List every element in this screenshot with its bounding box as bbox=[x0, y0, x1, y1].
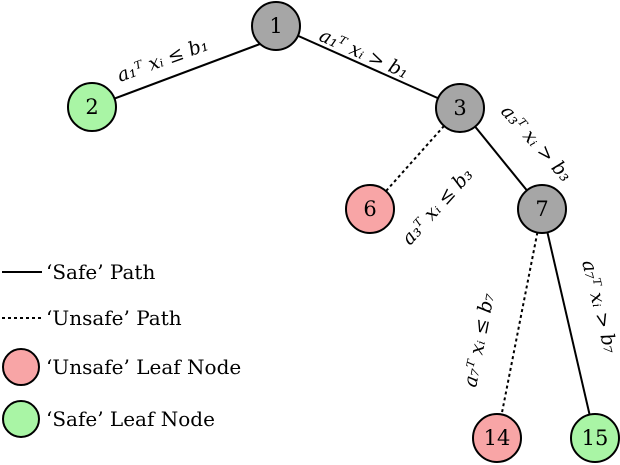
edge-3-6 bbox=[369, 107, 461, 210]
node-14: 14 bbox=[472, 413, 522, 463]
node-14-label: 14 bbox=[484, 426, 511, 450]
node-1: 1 bbox=[251, 1, 301, 51]
node-6-label: 6 bbox=[363, 197, 376, 221]
node-1-label: 1 bbox=[269, 14, 282, 38]
legend: ‘Safe’ Path ‘Unsafe’ Path ‘Unsafe’ Leaf … bbox=[2, 260, 241, 438]
edge-label-7-14: a₇ᵀ xᵢ ≤ b₇ bbox=[459, 291, 499, 389]
node-7: 7 bbox=[517, 184, 567, 234]
edge-7-14 bbox=[496, 208, 543, 439]
node-3: 3 bbox=[435, 83, 485, 133]
edge-1-2 bbox=[91, 37, 277, 108]
edge-label-1-3: a₁ᵀ xᵢ > b₁ bbox=[316, 24, 412, 83]
node-6: 6 bbox=[345, 184, 395, 234]
legend-unsafe-leaf-swatch bbox=[2, 348, 40, 386]
edge-label-7-15: a₇ᵀ xᵢ > b₇ bbox=[577, 258, 620, 356]
node-2-label: 2 bbox=[85, 95, 98, 119]
edge-label-1-2: a₁ᵀ xᵢ ≤ b₁ bbox=[114, 33, 211, 86]
node-2: 2 bbox=[67, 82, 117, 132]
node-15: 15 bbox=[570, 413, 620, 463]
legend-safe-leaf-swatch bbox=[2, 400, 40, 438]
edge-7-15 bbox=[541, 208, 596, 439]
legend-unsafe-leaf-label: ‘Unsafe’ Leaf Node bbox=[46, 355, 241, 379]
edge-1-3 bbox=[275, 25, 461, 109]
legend-safe-leaf-label: ‘Safe’ Leaf Node bbox=[46, 407, 215, 431]
node-15-label: 15 bbox=[582, 426, 609, 450]
node-7-label: 7 bbox=[535, 197, 548, 221]
legend-unsafe-path-label: ‘Unsafe’ Path bbox=[46, 306, 182, 330]
node-3-label: 3 bbox=[453, 96, 466, 120]
edge-label-3-6: a₃ᵀ xᵢ ≤ b₃ bbox=[397, 164, 477, 250]
legend-safe-path-label: ‘Safe’ Path bbox=[46, 260, 155, 284]
edge-label-3-7: a₃ᵀ xᵢ > b₃ bbox=[496, 101, 576, 187]
